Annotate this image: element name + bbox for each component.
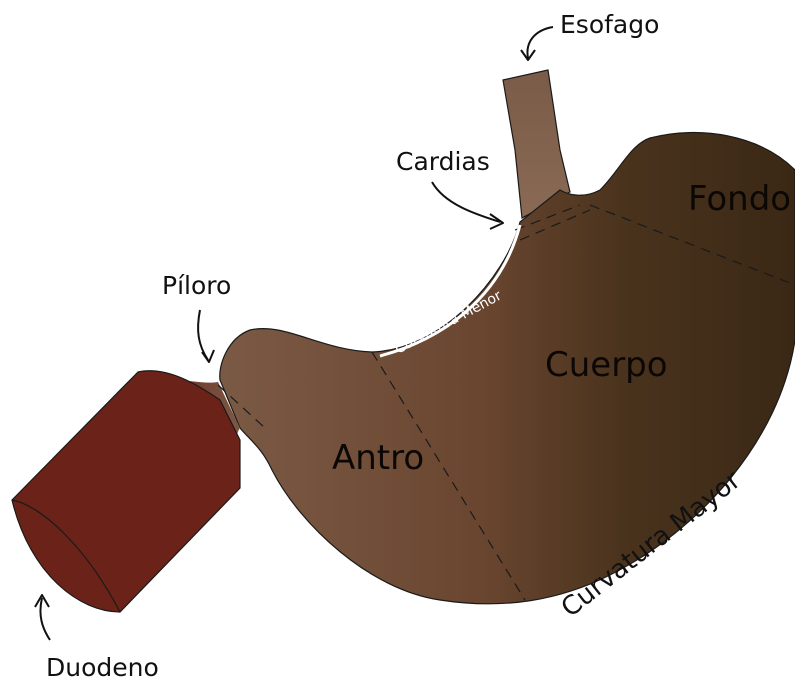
label-esofago: Esofago [560,10,659,39]
cardias-arrow [432,182,500,222]
label-antro: Antro [332,438,424,478]
label-piloro: Píloro [162,271,231,300]
label-cardias: Cardias [396,147,490,176]
duodenum [12,371,240,612]
label-duodeno: Duodeno [46,653,159,682]
label-cuerpo: Cuerpo [545,345,668,385]
label-fondo: Fondo [688,179,791,219]
esofago-arrow [527,27,553,58]
